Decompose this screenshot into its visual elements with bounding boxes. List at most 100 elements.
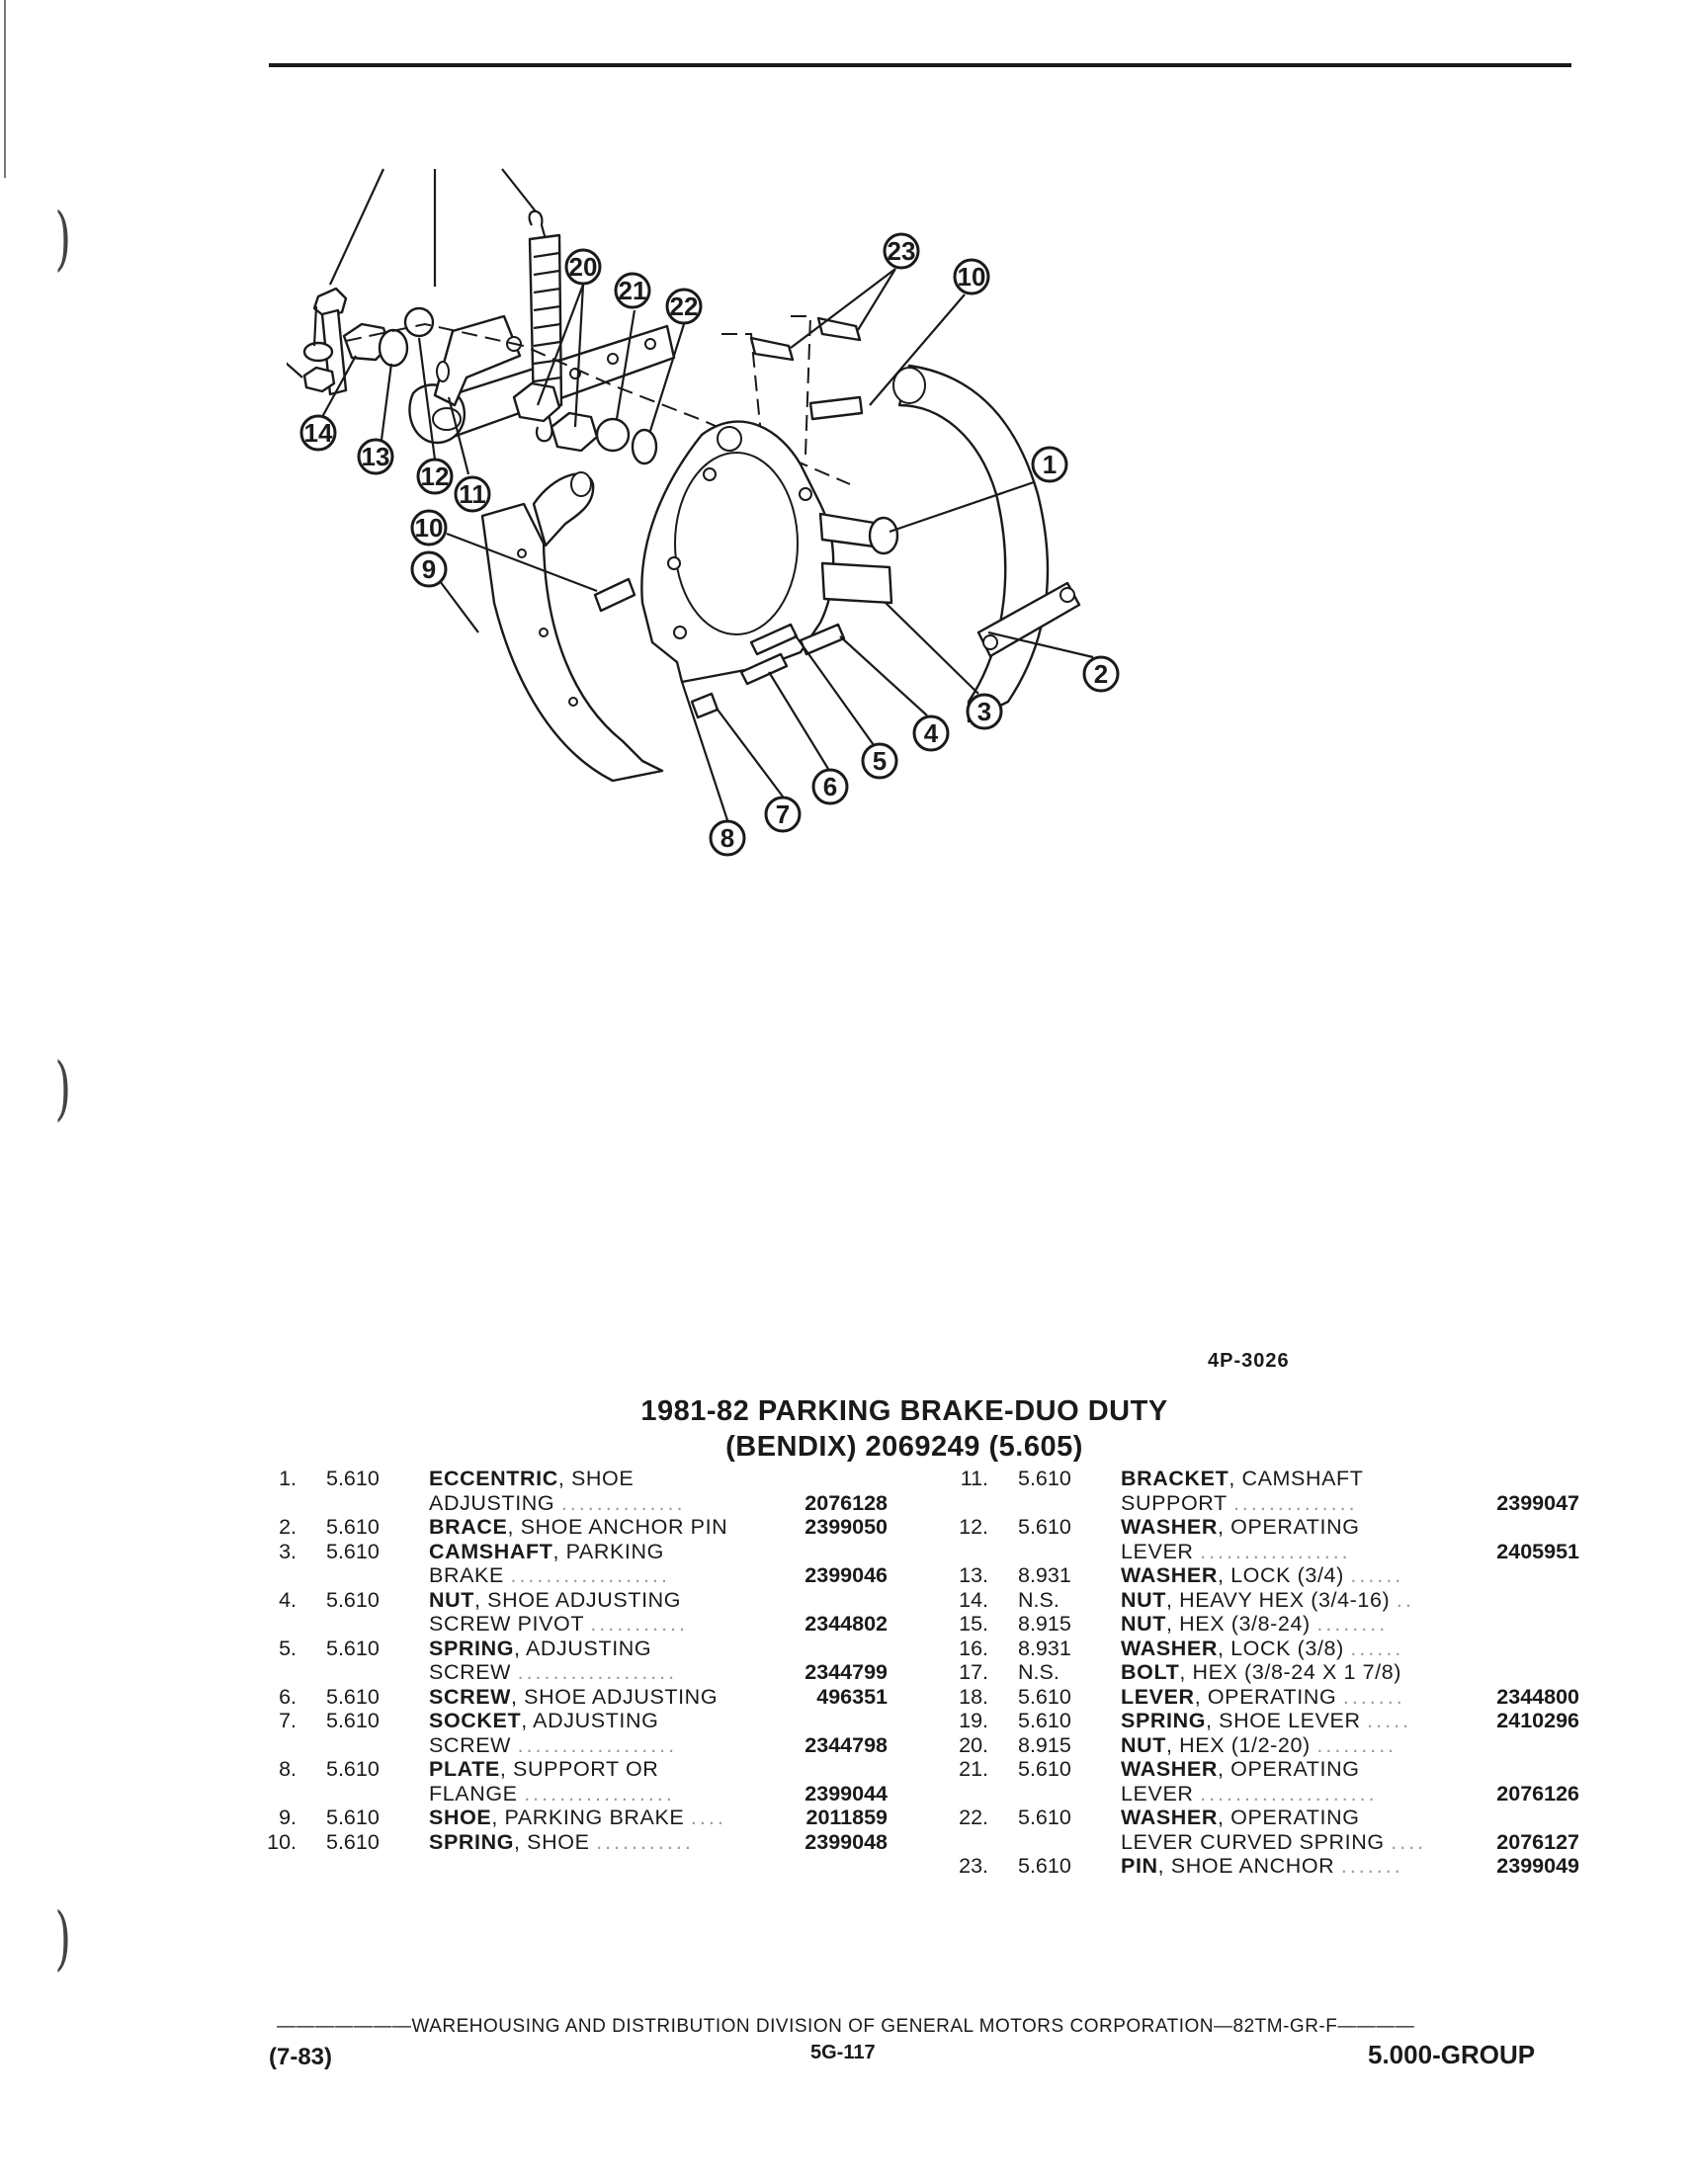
- svg-text:23: 23: [888, 236, 916, 266]
- svg-text:14: 14: [304, 418, 333, 448]
- shoe-anchor-pin-brace: [976, 581, 1081, 658]
- list-item-cont: ADJUSTING ..............2076128: [429, 1490, 888, 1515]
- list-item-cont: FLANGE .................2399044: [429, 1781, 888, 1806]
- svg-text:7: 7: [776, 799, 790, 829]
- list-item-cont: SCREW ..................2344798: [429, 1732, 888, 1757]
- callout-13: 13: [357, 438, 394, 475]
- lock-washer-small: [302, 341, 334, 363]
- svg-text:21: 21: [619, 276, 647, 305]
- list-item-cont: BRAKE ..................2399046: [429, 1563, 888, 1587]
- callout-10-upper: 10: [953, 258, 990, 295]
- callout-20: 20: [564, 248, 602, 286]
- top-rule: [269, 63, 1571, 67]
- list-item-cont: SCREW PIVOT ...........2344802: [429, 1612, 888, 1636]
- callout-21: 21: [614, 272, 651, 309]
- svg-text:8: 8: [720, 823, 734, 853]
- support-plate: [640, 420, 835, 684]
- camshaft-bracket: [433, 314, 522, 407]
- callout-5: 5: [861, 742, 898, 780]
- svg-text:13: 13: [362, 442, 390, 471]
- page-subtitle: (BENDIX) 2069249 (5.605): [725, 1431, 1083, 1463]
- callout-9: 9: [410, 550, 448, 588]
- shoe-anchor-pin-b: [816, 316, 862, 342]
- callout-14: 14: [299, 414, 337, 452]
- list-item-cont: SUPPORT ..............2399047: [1121, 1490, 1579, 1515]
- callout-11: 11: [454, 475, 491, 513]
- page-edge-line: [4, 0, 6, 178]
- callout-10-lower: 10: [410, 509, 448, 546]
- footer-group: 5.000-GROUP: [1368, 2040, 1536, 2069]
- lock-washer: [378, 328, 409, 368]
- callout-8: 8: [709, 819, 746, 857]
- callout-2: 2: [1082, 655, 1120, 693]
- callout-1: 1: [1031, 446, 1068, 483]
- eccentric-head: [868, 516, 899, 555]
- hex-nut-20a: [512, 381, 561, 423]
- binder-hole-mark: ): [54, 1897, 71, 1978]
- list-item: 17.N.S.BOLT, HEX (3/8-24 X 1 7/8): [959, 1660, 1402, 1684]
- hex-nut-20b: [550, 411, 599, 453]
- svg-text:3: 3: [977, 697, 991, 726]
- list-item: 14.N.S.NUT, HEAVY HEX (3/4-16) ..: [959, 1587, 1414, 1612]
- svg-text:9: 9: [422, 554, 436, 584]
- figure-code: 4P-3026: [1208, 1350, 1290, 1372]
- callout-22: 22: [665, 288, 703, 325]
- shoe-spring-lower: [593, 577, 636, 613]
- svg-text:20: 20: [569, 252, 598, 282]
- shoe-adjusting-screw: [739, 652, 789, 686]
- shoe-anchor-pin-a: [749, 336, 795, 362]
- list-item-cont: SCREW ..................2344799: [429, 1660, 888, 1684]
- binder-hole-mark: ): [54, 198, 71, 279]
- callout-23: 23: [883, 232, 920, 270]
- footer-date: (7-83): [269, 2044, 333, 2070]
- svg-text:6: 6: [823, 772, 837, 801]
- operating-lever-washer: [403, 306, 435, 338]
- svg-text:5: 5: [873, 746, 887, 776]
- binder-hole-mark: ): [54, 1048, 71, 1129]
- callout-12: 12: [416, 458, 454, 495]
- footer-division: ———————WAREHOUSING AND DISTRIBUTION DIVI…: [277, 2016, 1415, 2037]
- svg-text:10: 10: [958, 262, 986, 292]
- footer-page-number: 5G-117: [810, 2042, 876, 2063]
- shoe-spring-upper: [808, 395, 864, 421]
- exploded-view-diagram: 17 18 19 16 15 14 13 12 11 20 21 22 23 1…: [287, 168, 1120, 857]
- curved-spring-washer-22: [631, 428, 658, 465]
- svg-text:12: 12: [421, 462, 450, 491]
- svg-text:1: 1: [1043, 450, 1057, 479]
- callout-6: 6: [811, 768, 849, 805]
- svg-text:10: 10: [415, 513, 444, 543]
- parking-brake-shoe-left: [480, 471, 664, 783]
- list-item-cont: LEVER CURVED SPRING ....2076127: [1121, 1829, 1579, 1854]
- callout-3: 3: [966, 693, 1003, 730]
- callout-4: 4: [912, 714, 950, 752]
- operating-washer-21: [595, 417, 631, 453]
- parking-brake-shoe-right: [892, 364, 1050, 723]
- svg-text:4: 4: [924, 718, 939, 748]
- list-item-cont: LEVER ....................2076126: [1121, 1781, 1579, 1806]
- svg-text:2: 2: [1094, 659, 1108, 689]
- hex-nut-small: [302, 366, 336, 393]
- adjusting-screw-socket: [690, 692, 720, 719]
- svg-text:11: 11: [459, 479, 486, 509]
